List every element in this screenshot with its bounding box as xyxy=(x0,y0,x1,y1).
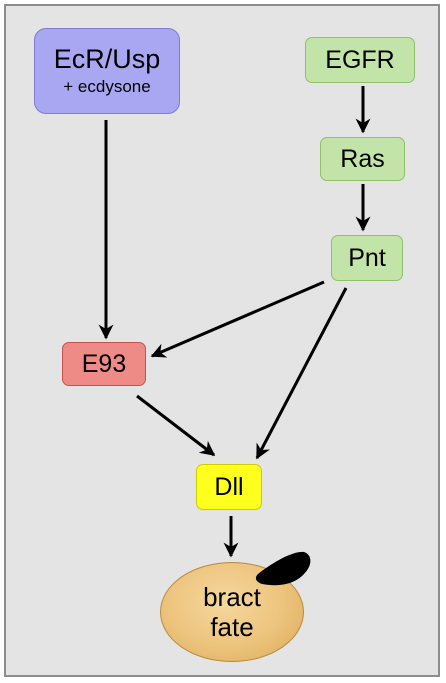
ecr-usp-node: EcR/Usp + ecdysone xyxy=(34,28,180,114)
edge-pnt-to-dll xyxy=(255,287,348,460)
pnt-node: Pnt xyxy=(331,235,403,281)
bract-label: bract xyxy=(203,582,261,612)
ecr-usp-label: EcR/Usp xyxy=(53,44,161,74)
dll-label: Dll xyxy=(214,472,244,501)
edge-pnt-to-e93 xyxy=(150,280,325,358)
ras-node: Ras xyxy=(320,137,405,181)
e93-node: E93 xyxy=(62,342,146,386)
pnt-label: Pnt xyxy=(348,243,386,272)
egfr-node: EGFR xyxy=(305,37,415,83)
edge-e93-to-dll xyxy=(136,394,216,457)
ras-label: Ras xyxy=(340,144,385,173)
ecdysone-label: + ecdysone xyxy=(63,77,151,96)
e93-label: E93 xyxy=(81,349,127,378)
dll-node: Dll xyxy=(196,464,262,510)
fate-label: fate xyxy=(210,612,254,642)
egfr-label: EGFR xyxy=(325,45,395,74)
